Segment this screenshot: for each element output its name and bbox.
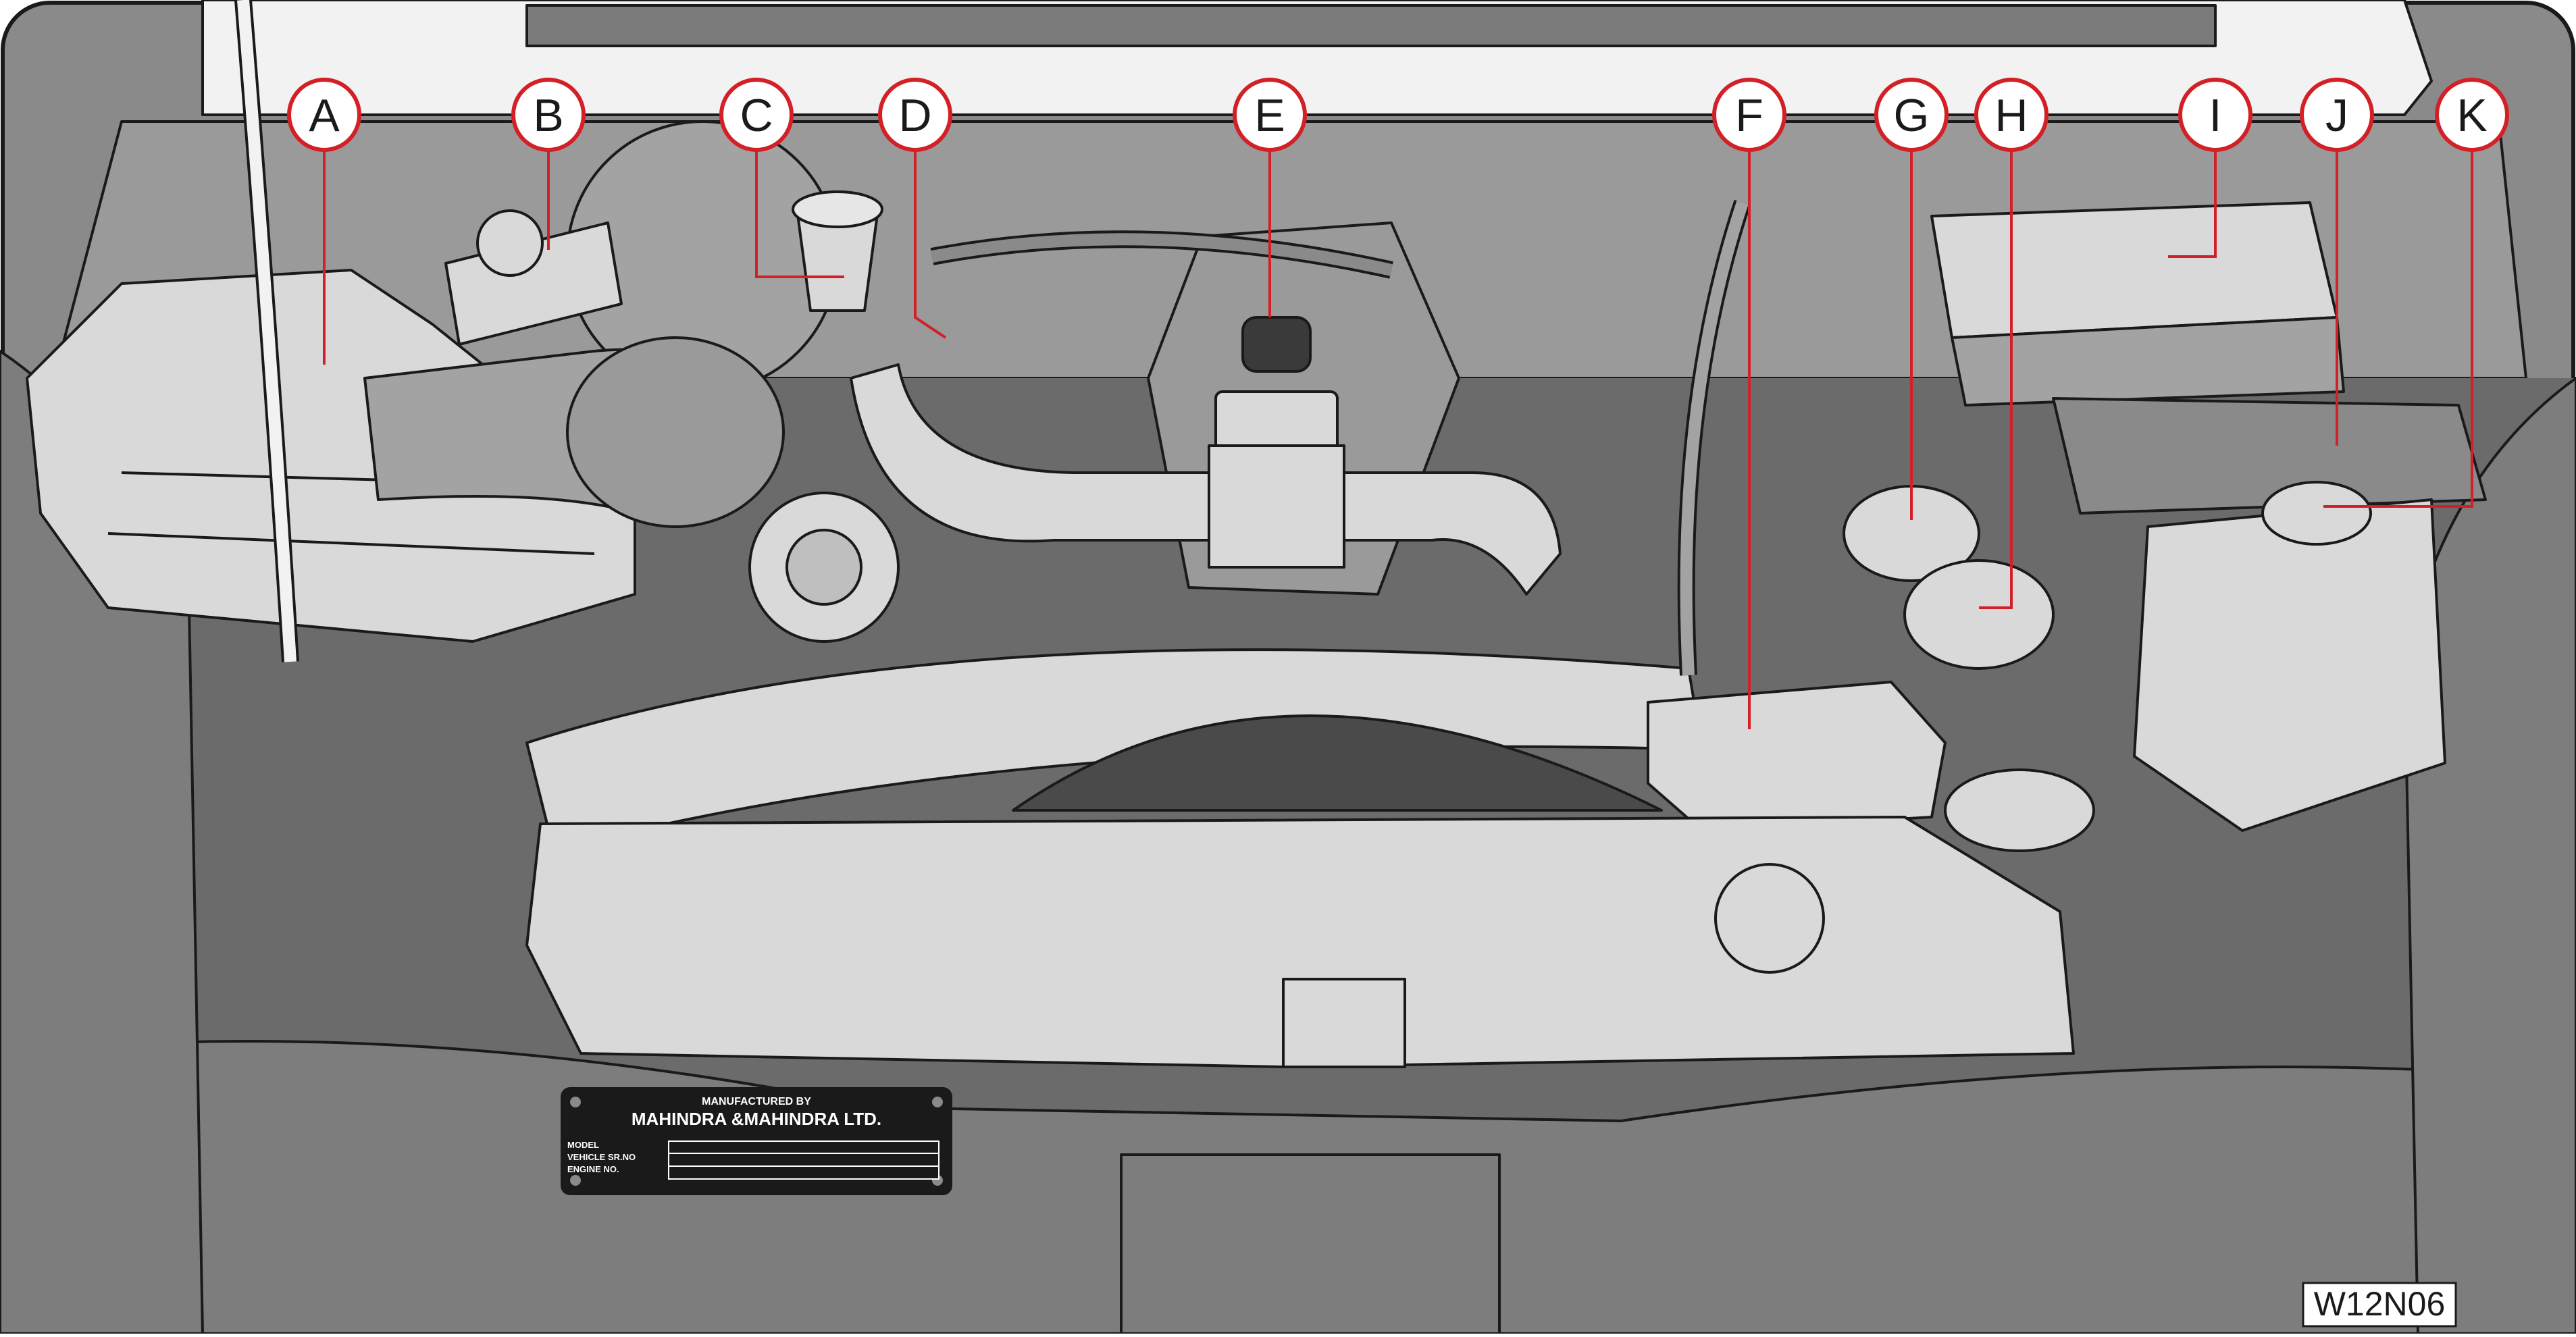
callout-circle-e	[1233, 78, 1307, 152]
callout-a: A	[287, 78, 361, 365]
callout-circle-a	[287, 78, 361, 152]
plate-field-model: MODEL	[567, 1140, 599, 1150]
callout-circle-b	[511, 78, 586, 152]
callout-b: B	[511, 78, 586, 250]
callout-circle-k	[2435, 78, 2509, 152]
plate-field-vehicle-srno: VEHICLE SR.NO	[567, 1152, 636, 1162]
callout-circle-i	[2178, 78, 2252, 152]
callout-letter-f: F	[1735, 90, 1763, 141]
callout-letter-i: I	[2209, 90, 2222, 141]
figure-code: W12N06	[2302, 1282, 2457, 1328]
callout-letter-j: J	[2325, 90, 2348, 141]
callout-labels: A B C D E F G H I J K	[287, 78, 2509, 729]
plate-line-2: MAHINDRA &MAHINDRA LTD.	[632, 1109, 881, 1129]
callout-letter-g: G	[1894, 90, 1930, 141]
plate-line-1: MANUFACTURED BY	[702, 1096, 811, 1107]
callout-circle-g	[1874, 78, 1949, 152]
callout-letter-h: H	[1994, 90, 2028, 141]
callout-letter-k: K	[2456, 90, 2487, 141]
callout-leader-d	[914, 147, 947, 339]
callout-j: J	[2300, 78, 2374, 446]
callout-circle-j	[2300, 78, 2374, 152]
callout-letter-e: E	[1254, 90, 1285, 141]
figure-code-text: W12N06	[2314, 1285, 2446, 1323]
callout-circle-d	[878, 78, 952, 152]
callout-circle-h	[1974, 78, 2049, 152]
callout-leader-h	[1979, 147, 2013, 609]
callout-letter-d: D	[898, 90, 931, 141]
callout-circle-c	[719, 78, 794, 152]
plate-field-engine-no: ENGINE NO.	[567, 1164, 619, 1174]
callout-leader-i	[2168, 147, 2217, 258]
callout-d: D	[878, 78, 952, 339]
callout-i: I	[2168, 78, 2252, 258]
callout-letter-a: A	[309, 90, 340, 141]
callout-h: H	[1974, 78, 2049, 609]
callout-leader-k	[2323, 147, 2473, 508]
callout-leader-c	[755, 147, 844, 278]
manufacturer-plate: MANUFACTURED BY MAHINDRA &MAHINDRA LTD. …	[561, 1087, 952, 1195]
callout-k: K	[2323, 78, 2509, 508]
callout-c: C	[719, 78, 844, 278]
callout-letter-b: B	[533, 90, 563, 141]
callout-g: G	[1874, 78, 1949, 520]
callout-circle-f	[1712, 78, 1786, 152]
callout-letter-c: C	[740, 90, 773, 141]
callout-f: F	[1712, 78, 1786, 729]
callout-e: E	[1233, 78, 1307, 317]
